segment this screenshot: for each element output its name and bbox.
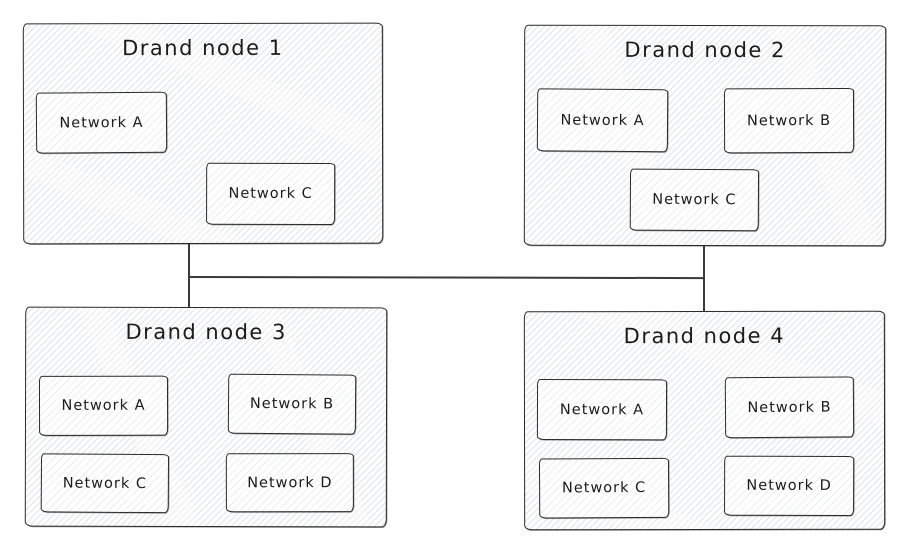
node4-network-c-box: Network C — [538, 457, 670, 519]
drand-node-1-box: Drand node 1 Network A Network C — [22, 22, 384, 245]
node4-network-c-label: Network C — [561, 479, 647, 497]
node3-network-b-box: Network B — [227, 373, 357, 435]
connector-cross-link — [187, 276, 705, 279]
node3-network-c-box: Network C — [40, 453, 170, 514]
node2-network-c-box: Network C — [629, 168, 760, 232]
node1-network-c-box: Network C — [206, 162, 336, 226]
node2-network-b-label: Network B — [746, 112, 832, 129]
node3-network-a-box: Network A — [38, 375, 169, 436]
drand-node-1-title: Drand node 1 — [122, 35, 284, 61]
node3-network-d-box: Network D — [225, 453, 354, 513]
node2-network-b-box: Network B — [723, 87, 855, 154]
node4-network-d-box: Network D — [724, 455, 855, 517]
drand-node-3-box: Drand node 3 Network A Network B Network… — [24, 306, 388, 528]
node4-network-a-label: Network A — [559, 401, 645, 418]
node1-network-c-label: Network C — [228, 185, 313, 202]
node1-network-a-label: Network A — [59, 114, 144, 132]
drand-node-2-box: Drand node 2 Network A Network B Network… — [523, 24, 887, 247]
node4-network-a-box: Network A — [536, 379, 668, 441]
node4-network-b-label: Network B — [747, 399, 832, 416]
node2-network-a-label: Network A — [560, 112, 645, 129]
drand-node-2-title: Drand node 2 — [624, 37, 786, 63]
node2-network-a-box: Network A — [536, 88, 669, 153]
node3-network-d-label: Network D — [247, 474, 333, 491]
node3-network-c-label: Network C — [62, 475, 148, 492]
node1-network-a-box: Network A — [35, 91, 168, 154]
drand-node-4-title: Drand node 4 — [623, 323, 786, 349]
node4-network-b-box: Network B — [724, 376, 855, 439]
node2-network-c-label: Network C — [652, 191, 737, 209]
node3-network-b-label: Network B — [249, 395, 335, 413]
connector-node2-to-node4 — [703, 246, 705, 312]
drand-node-3-title: Drand node 3 — [125, 319, 287, 345]
node3-network-a-label: Network A — [61, 397, 146, 414]
drand-node-4-box: Drand node 4 Network A Network B Network… — [523, 310, 886, 531]
node4-network-d-label: Network D — [746, 477, 832, 494]
